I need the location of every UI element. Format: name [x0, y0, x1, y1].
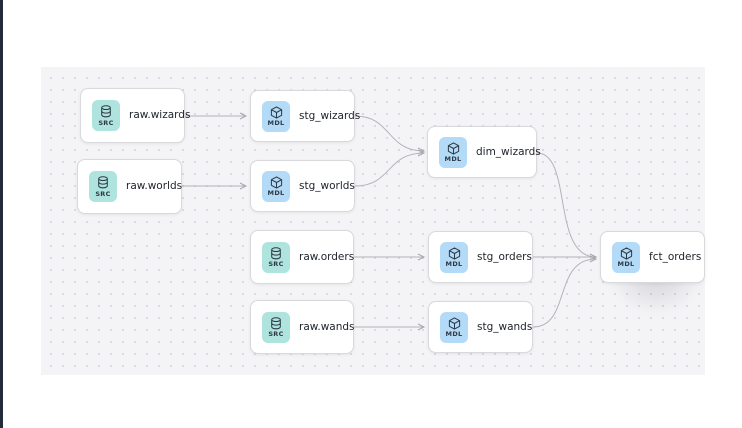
- source-badge: SRC: [89, 171, 117, 202]
- node-stg-wands[interactable]: MDL stg_wands: [428, 301, 533, 353]
- model-badge: MDL: [439, 136, 467, 168]
- node-fct-orders[interactable]: MDL fct_orders: [600, 231, 705, 283]
- badge-label: SRC: [268, 260, 284, 268]
- database-icon: [271, 316, 281, 329]
- window-edge-strip: [0, 0, 3, 428]
- badge-label: MDL: [444, 155, 462, 163]
- model-badge: MDL: [262, 100, 290, 132]
- node-label: raw.orders: [299, 250, 355, 263]
- node-label: stg_wizards: [299, 109, 361, 122]
- node-raw-wands[interactable]: SRC raw.wands: [250, 300, 355, 354]
- badge-label: MDL: [267, 119, 285, 127]
- cube-icon: [448, 316, 460, 330]
- model-badge: MDL: [440, 311, 468, 343]
- node-label: raw.worlds: [126, 180, 183, 193]
- badge-label: SRC: [95, 189, 111, 198]
- node-label: stg_orders: [477, 250, 532, 263]
- source-badge: SRC: [262, 311, 290, 343]
- model-badge: MDL: [262, 170, 290, 202]
- badge-label: SRC: [98, 118, 114, 127]
- node-label: fct_orders: [649, 250, 702, 263]
- badge-label: MDL: [445, 260, 463, 268]
- source-badge: SRC: [92, 100, 120, 131]
- node-stg-worlds[interactable]: MDL stg_worlds: [250, 160, 355, 212]
- node-stg-orders[interactable]: MDL stg_orders: [428, 231, 533, 283]
- node-label: stg_worlds: [299, 179, 355, 192]
- database-icon: [271, 246, 281, 259]
- database-icon: [101, 105, 111, 118]
- node-label: dim_wizards: [476, 145, 541, 158]
- node-raw-worlds[interactable]: SRC raw.worlds: [77, 159, 182, 214]
- node-stg-wizards[interactable]: MDL stg_wizards: [250, 90, 360, 142]
- source-badge: SRC: [262, 241, 290, 273]
- badge-label: MDL: [267, 189, 285, 197]
- node-label: raw.wizards: [129, 109, 191, 122]
- cube-icon: [620, 246, 632, 260]
- cube-icon: [270, 175, 282, 189]
- badge-label: SRC: [268, 330, 284, 338]
- cube-icon: [270, 105, 282, 119]
- node-raw-wizards[interactable]: SRC raw.wizards: [80, 88, 190, 143]
- model-badge: MDL: [612, 241, 640, 273]
- model-badge: MDL: [440, 241, 468, 273]
- badge-label: MDL: [445, 330, 463, 338]
- badge-label: MDL: [617, 260, 635, 268]
- database-icon: [98, 176, 108, 189]
- cube-icon: [447, 141, 459, 155]
- node-label: stg_wands: [477, 320, 533, 333]
- cube-icon: [448, 246, 460, 260]
- node-dim-wizards[interactable]: MDL dim_wizards: [427, 126, 541, 178]
- node-label: raw.wands: [299, 320, 355, 333]
- node-raw-orders[interactable]: SRC raw.orders: [250, 230, 354, 284]
